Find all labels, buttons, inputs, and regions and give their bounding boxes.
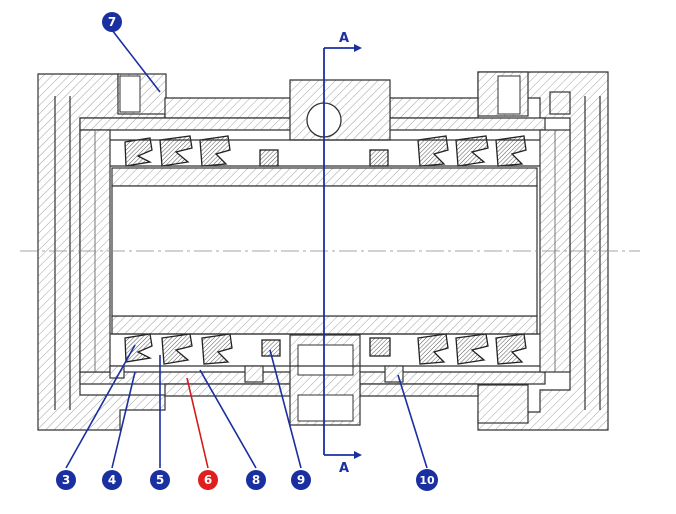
callout-10: 10 xyxy=(416,469,438,491)
callout-8-circle xyxy=(246,470,266,490)
callout-4-number: 4 xyxy=(108,473,116,487)
callout-5: 5 xyxy=(150,470,170,490)
callout-9-circle xyxy=(291,470,311,490)
callout-7: 7 xyxy=(102,12,122,32)
leader-lines xyxy=(65,29,428,469)
section-label-bottom: A xyxy=(339,461,349,476)
callout-9: 9 xyxy=(291,470,311,490)
callout-7-number: 7 xyxy=(108,15,116,29)
callout-6: 6 xyxy=(198,470,218,490)
callout-8-number: 8 xyxy=(252,473,260,487)
callout-7-circle xyxy=(102,12,122,32)
callout-4: 4 xyxy=(102,470,122,490)
callout-5-number: 5 xyxy=(156,473,164,487)
callout-4-circle xyxy=(102,470,122,490)
section-line-a xyxy=(323,44,362,459)
callout-9-number: 9 xyxy=(297,473,305,487)
callout-3-number: 3 xyxy=(62,473,70,487)
section-label-top: A xyxy=(339,31,349,46)
housing xyxy=(37,71,609,431)
callout-8: 8 xyxy=(246,470,266,490)
callout-6-number: 6 xyxy=(204,473,212,487)
seals-bottom xyxy=(109,333,540,383)
seals-top xyxy=(110,135,540,167)
callout-3: 3 xyxy=(56,470,76,490)
callout-6-circle xyxy=(198,470,218,490)
callout-3-circle xyxy=(56,470,76,490)
callout-5-circle xyxy=(150,470,170,490)
callout-10-circle xyxy=(416,469,438,491)
callout-10-number: 10 xyxy=(419,474,435,487)
